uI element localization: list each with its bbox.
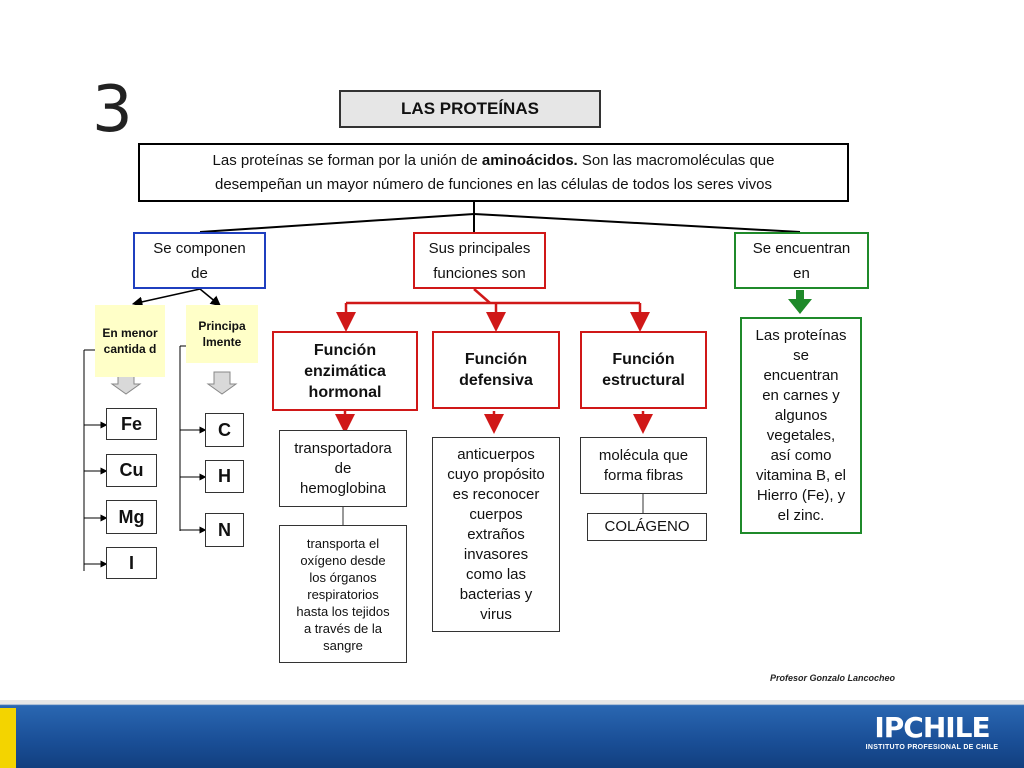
category-compose: Se componen de: [133, 232, 266, 289]
category-found-line2: en: [793, 264, 810, 282]
desc-line: algunos: [774, 406, 828, 424]
logo-main-text: IPCHILE: [874, 711, 990, 744]
category-functions-line2: funciones son: [433, 264, 526, 282]
desc-oxygen-transport: transporta el oxígeno desde los órganos …: [279, 525, 407, 663]
function-structural-line2: estructural: [602, 372, 685, 389]
desc-line: transporta el: [306, 535, 380, 551]
function-enzymatic: Función enzimática hormonal: [272, 331, 418, 411]
desc-line: como las: [465, 565, 527, 583]
desc-line: en carnes y: [762, 386, 840, 404]
desc-line: Las proteínas: [755, 326, 847, 344]
slide-number: 3: [92, 73, 133, 147]
desc-line: oxígeno desde: [300, 552, 386, 568]
label-minor-quantity: En menor cantida d: [95, 305, 165, 377]
desc-line: transportadora: [294, 439, 392, 457]
desc-line: Hierro (Fe), y: [756, 486, 846, 504]
intro-line-1: Las proteínas se forman por la unión de …: [213, 149, 775, 173]
intro-keyword: aminoácidos.: [481, 151, 578, 169]
desc-line: el zinc.: [777, 506, 825, 524]
desc-line: sangre: [323, 637, 363, 653]
logo-sub-text: INSTITUTO PROFESIONAL DE CHILE: [865, 744, 999, 751]
desc-line: cuyo propósito: [447, 465, 545, 483]
desc-line: molécula que: [598, 446, 689, 464]
author-credit: Profesor Gonzalo Lancocheo: [770, 673, 896, 683]
element-i: I: [106, 547, 157, 579]
footer-accent: [0, 708, 16, 768]
desc-collagen: COLÁGENO: [587, 513, 707, 541]
element-n: N: [205, 513, 244, 547]
desc-line: extraños: [467, 525, 525, 543]
ipchile-logo: IPCHILE INSTITUTO PROFESIONAL DE CHILE: [862, 713, 1002, 759]
desc-line: virus: [480, 605, 512, 623]
function-enzymatic-line2: enzimática: [304, 362, 386, 380]
category-compose-line1: Se componen: [153, 239, 246, 257]
function-structural: Función estructural: [580, 331, 707, 409]
element-cu: Cu: [106, 454, 157, 487]
function-defensive: Función defensiva: [432, 331, 560, 409]
element-c: C: [205, 413, 244, 447]
category-compose-line2: de: [191, 264, 208, 282]
desc-line: vegetales,: [766, 426, 836, 444]
element-fe: Fe: [106, 408, 157, 440]
desc-fiber-molecule: molécula que forma fibras: [580, 437, 707, 494]
diagram-title: LAS PROTEÍNAS: [339, 90, 601, 128]
desc-line: cuerpos: [469, 505, 523, 523]
desc-found-in: Las proteínas se encuentran en carnes y …: [740, 317, 862, 534]
category-found: Se encuentran en: [734, 232, 869, 289]
desc-line: de: [334, 459, 352, 477]
desc-line: bacterias y: [459, 585, 533, 603]
function-enzymatic-line1: Función: [313, 341, 377, 359]
function-defensive-line2: defensiva: [459, 372, 533, 389]
intro-text-post: Son las macromoléculas que: [577, 151, 775, 169]
footer-bar: [0, 700, 1024, 768]
category-functions: Sus principales funciones son: [413, 232, 546, 289]
element-mg: Mg: [106, 500, 157, 534]
desc-line: anticuerpos: [457, 445, 535, 463]
category-functions-line1: Sus principales: [428, 239, 531, 257]
function-enzymatic-line3: hormonal: [308, 383, 382, 401]
desc-line: forma fibras: [603, 466, 684, 484]
desc-line: respiratorios: [307, 586, 379, 602]
intro-text-pre: Las proteínas se forman por la unión de: [212, 151, 482, 169]
desc-line: los órganos: [309, 569, 377, 585]
desc-line: hasta los tejidos: [296, 603, 390, 619]
desc-line: hemoglobina: [300, 479, 386, 497]
desc-antibodies: anticuerpos cuyo propósito es reconocer …: [432, 437, 560, 632]
function-structural-line1: Función: [612, 351, 675, 368]
desc-line: encuentran: [763, 366, 839, 384]
desc-line: se: [793, 346, 809, 364]
intro-line-2: desempeñan un mayor número de funciones …: [215, 175, 772, 193]
desc-hemoglobin: transportadora de hemoglobina: [279, 430, 407, 507]
desc-line: vitamina B, el: [755, 466, 847, 484]
intro-box: Las proteínas se forman por la unión de …: [138, 143, 849, 202]
element-h: H: [205, 460, 244, 493]
desc-line: es reconocer: [452, 485, 540, 503]
desc-line: invasores: [463, 545, 529, 563]
desc-line: a través de la: [303, 620, 383, 636]
category-found-line1: Se encuentran: [752, 239, 851, 257]
function-defensive-line1: Función: [464, 351, 528, 368]
label-mainly: Principa lmente: [186, 305, 258, 363]
desc-line: así como: [770, 446, 832, 464]
